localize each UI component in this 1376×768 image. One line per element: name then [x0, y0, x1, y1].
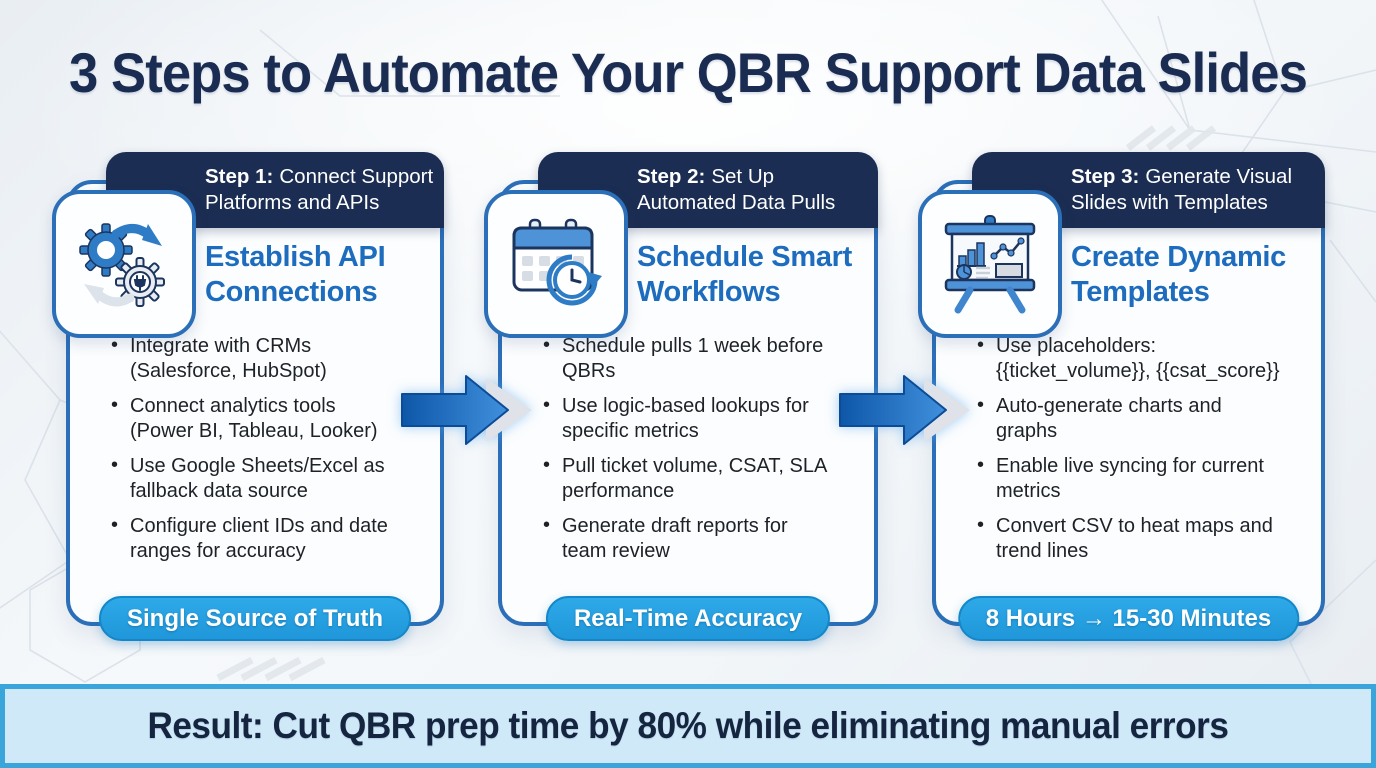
- step-1-badge: Single Source of Truth: [98, 596, 412, 641]
- bullet-item: Use logic-based lookups for specific met…: [540, 393, 866, 444]
- step-2-heading: Schedule Smart Workflows: [637, 241, 852, 308]
- step-1-heading: Establish API Connections: [205, 241, 386, 308]
- step-1-card: Step 1:Connect Support Platforms and API…: [52, 152, 444, 644]
- bullet-item: Auto-generate charts and graphs: [974, 393, 1313, 444]
- page-title: 3 Steps to Automate Your QBR Support Dat…: [69, 41, 1308, 104]
- step-2-bullet-list: Schedule pulls 1 week before QBRs Use lo…: [540, 333, 866, 574]
- flow-arrow-right-icon: [839, 375, 970, 445]
- bullet-item: Pull ticket volume, CSAT, SLA performanc…: [540, 453, 866, 504]
- step-1-bullet-list: Integrate with CRMs (Salesforce, HubSpot…: [108, 333, 432, 574]
- bullet-item: Convert CSV to heat maps and trend lines: [974, 513, 1313, 564]
- step-3-badge: 8 Hours → 15-30 Minutes: [957, 596, 1300, 641]
- result-banner: Result: Cut QBR prep time by 80% while e…: [0, 684, 1376, 768]
- step-2-icon-box: [484, 190, 628, 338]
- calendar-clock-icon: [512, 218, 602, 306]
- step-1-header-text: Step 1:Connect Support Platforms and API…: [205, 164, 433, 216]
- step-2-badge: Real-Time Accuracy: [545, 596, 831, 641]
- step-3-bullet-list: Use placeholders: {{ticket_volume}}, {{c…: [974, 333, 1313, 574]
- step-3-header-text: Step 3:Generate Visual Slides with Templ…: [1071, 164, 1292, 216]
- bullet-item: Schedule pulls 1 week before QBRs: [540, 333, 866, 384]
- step-2-subtitle: Set Up Automated Data Pulls: [637, 165, 836, 214]
- bullet-item: Use Google Sheets/Excel as fallback data…: [108, 453, 432, 504]
- step-1-subtitle: Connect Support Platforms and APIs: [205, 165, 434, 214]
- step-2-card: Step 2:Set Up Automated Data Pulls Sched…: [484, 152, 878, 644]
- step-3-label: Step 3:: [1071, 165, 1140, 188]
- result-banner-text: Result: Cut QBR prep time by 80% while e…: [147, 705, 1229, 746]
- bullet-item: Generate draft reports for team review: [540, 513, 866, 564]
- step-3-heading: Create Dynamic Templates: [1071, 241, 1287, 308]
- gears-sync-icon: [79, 223, 165, 307]
- step-2-label: Step 2:: [637, 165, 706, 188]
- step-2-header-text: Step 2:Set Up Automated Data Pulls: [637, 164, 835, 216]
- bullet-item: Enable live syncing for current metrics: [974, 453, 1313, 504]
- step-3-card: Step 3:Generate Visual Slides with Templ…: [918, 152, 1325, 644]
- presentation-chart-icon: [944, 215, 1036, 314]
- step-1-label: Step 1:: [205, 165, 274, 188]
- bullet-item: Connect analytics tools (Power BI, Table…: [108, 393, 432, 444]
- bullet-item: Configure client IDs and date ranges for…: [108, 513, 432, 564]
- flow-arrow-right-icon: [401, 375, 532, 445]
- step-3-icon-box: [918, 190, 1062, 338]
- step-1-icon-box: [52, 190, 196, 338]
- bullet-item: Use placeholders: {{ticket_volume}}, {{c…: [974, 333, 1313, 384]
- step-3-subtitle: Generate Visual Slides with Templates: [1071, 165, 1292, 214]
- bullet-item: Integrate with CRMs (Salesforce, HubSpot…: [108, 333, 432, 384]
